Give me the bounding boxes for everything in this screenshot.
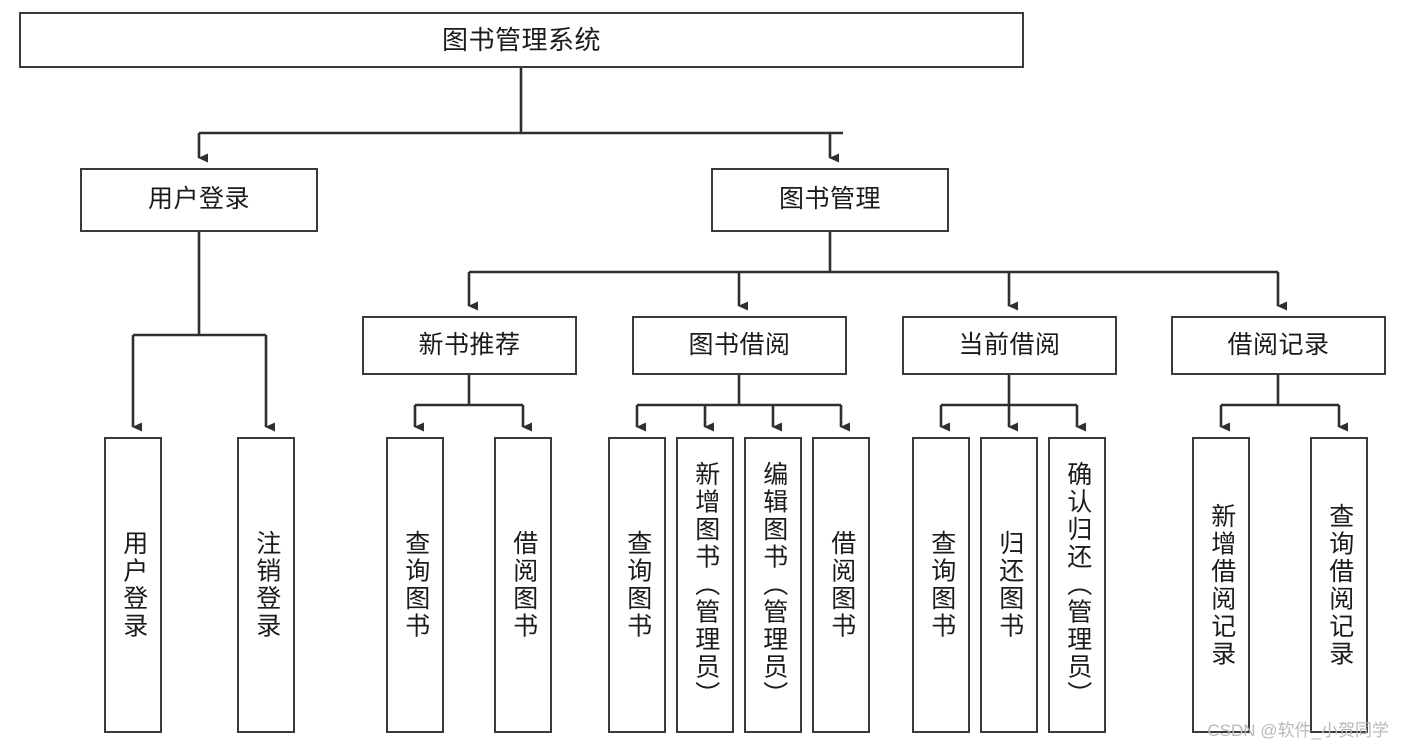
node-user-login[interactable]: 用户登录 xyxy=(80,168,318,232)
leaf-current-borrow-3[interactable]: 确认归还（管理员） xyxy=(1048,437,1106,733)
node-new-book-recommend-label: 新书推荐 xyxy=(418,330,521,359)
leaf-book-borrow-1[interactable]: 查询图书 xyxy=(608,437,666,733)
leaf-book-borrow-4[interactable]: 借阅图书 xyxy=(812,437,870,733)
leaf-book-borrow-2-label: 新增图书（管理员） xyxy=(691,461,720,709)
leaf-current-borrow-2[interactable]: 归还图书 xyxy=(980,437,1038,733)
node-current-borrow-label: 当前借阅 xyxy=(958,330,1061,359)
leaf-borrow-record-2[interactable]: 查询借阅记录 xyxy=(1310,437,1368,733)
leaf-user-login-1[interactable]: 用户登录 xyxy=(104,437,162,733)
node-book-borrow[interactable]: 图书借阅 xyxy=(632,316,847,375)
node-root-label: 图书管理系统 xyxy=(441,24,601,55)
leaf-user-login-1-label: 用户登录 xyxy=(119,530,148,640)
node-new-book-recommend[interactable]: 新书推荐 xyxy=(362,316,577,375)
leaf-current-borrow-3-label: 确认归还（管理员） xyxy=(1063,461,1092,709)
node-book-borrow-label: 图书借阅 xyxy=(688,330,791,359)
node-root[interactable]: 图书管理系统 xyxy=(19,12,1024,68)
leaf-book-borrow-1-label: 查询图书 xyxy=(623,530,652,640)
leaf-new-book-1-label: 查询图书 xyxy=(401,530,430,640)
leaf-new-book-2[interactable]: 借阅图书 xyxy=(494,437,552,733)
node-current-borrow[interactable]: 当前借阅 xyxy=(902,316,1117,375)
leaf-book-borrow-4-label: 借阅图书 xyxy=(827,530,856,640)
leaf-user-login-2[interactable]: 注销登录 xyxy=(237,437,295,733)
leaf-user-login-2-label: 注销登录 xyxy=(252,530,281,640)
leaf-current-borrow-1[interactable]: 查询图书 xyxy=(912,437,970,733)
leaf-borrow-record-1[interactable]: 新增借阅记录 xyxy=(1192,437,1250,733)
node-book-manage[interactable]: 图书管理 xyxy=(711,168,949,232)
node-borrow-record[interactable]: 借阅记录 xyxy=(1171,316,1386,375)
leaf-new-book-1[interactable]: 查询图书 xyxy=(386,437,444,733)
leaf-book-borrow-2[interactable]: 新增图书（管理员） xyxy=(676,437,734,733)
leaf-borrow-record-2-label: 查询借阅记录 xyxy=(1325,502,1354,668)
leaf-current-borrow-2-label: 归还图书 xyxy=(995,530,1024,640)
csdn-watermark: CSDN @软件_小贺同学 xyxy=(1207,721,1389,740)
leaf-current-borrow-1-label: 查询图书 xyxy=(927,530,956,640)
leaf-borrow-record-1-label: 新增借阅记录 xyxy=(1207,502,1236,668)
leaf-book-borrow-3[interactable]: 编辑图书（管理员） xyxy=(744,437,802,733)
node-user-login-label: 用户登录 xyxy=(147,185,250,214)
leaf-book-borrow-3-label: 编辑图书（管理员） xyxy=(759,461,788,709)
node-borrow-record-label: 借阅记录 xyxy=(1227,330,1330,359)
node-book-manage-label: 图书管理 xyxy=(778,185,881,214)
leaf-new-book-2-label: 借阅图书 xyxy=(509,530,538,640)
